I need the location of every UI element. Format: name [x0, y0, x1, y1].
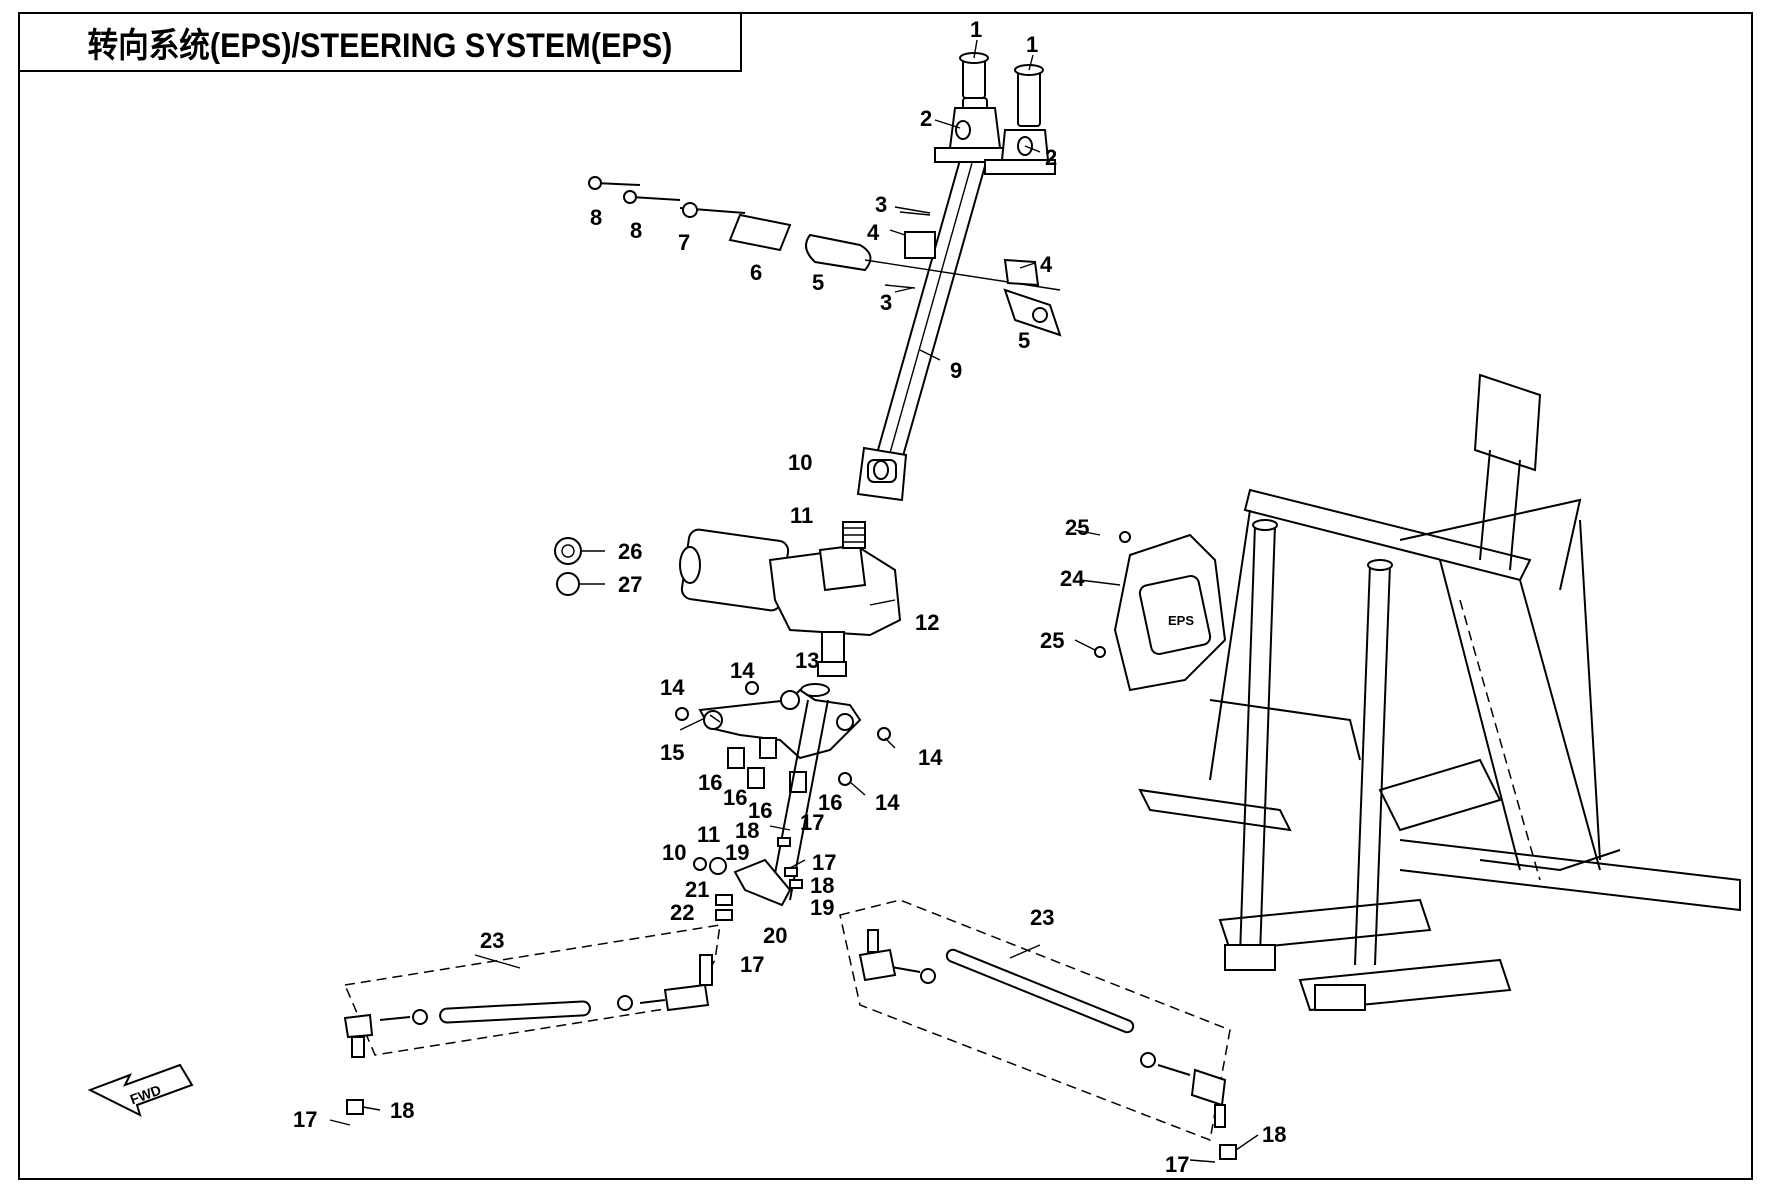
callout-23: 23 [480, 928, 504, 953]
callout-17: 17 [1165, 1152, 1189, 1177]
callout-16: 16 [818, 790, 842, 815]
upper-clamp-right [984, 64, 1056, 175]
callout-17: 17 [293, 1107, 317, 1132]
callout-7: 7 [678, 230, 690, 255]
tie-rod-left [343, 924, 721, 1115]
callout-13: 13 [795, 648, 819, 673]
callout-14: 14 [918, 745, 943, 770]
callout-9: 9 [950, 358, 962, 383]
callout-2: 2 [920, 106, 932, 131]
callout-6: 6 [750, 260, 762, 285]
callout-19: 19 [725, 840, 749, 865]
drawing-frame [18, 12, 1753, 1180]
callout-3: 3 [875, 192, 887, 217]
callout-1: 1 [970, 17, 982, 42]
callout-4: 4 [867, 220, 880, 245]
callout-2: 2 [1045, 145, 1057, 170]
eps-ecu: EPS [1094, 531, 1227, 692]
ecu-label: EPS [1168, 613, 1194, 628]
callout-16: 16 [698, 770, 722, 795]
callout-25: 25 [1040, 628, 1064, 653]
eps-motor-unit [679, 521, 902, 697]
callout-5: 5 [1018, 328, 1030, 353]
title-box: 转向系统(EPS)/STEERING SYSTEM(EPS) [18, 12, 742, 72]
upper-clamp-left [934, 52, 1011, 163]
callout-20: 20 [763, 923, 787, 948]
vehicle-frame [1138, 373, 1741, 1012]
callout-1: 1 [1026, 32, 1038, 57]
pitman-arm [693, 837, 803, 921]
page-title: 转向系统(EPS)/STEERING SYSTEM(EPS) [87, 26, 673, 65]
callout-14: 14 [660, 675, 685, 700]
callout-18: 18 [390, 1098, 414, 1123]
callout-27: 27 [618, 572, 642, 597]
callout-23: 23 [1030, 905, 1054, 930]
callout-18: 18 [735, 818, 759, 843]
coupling-parts [554, 537, 582, 596]
callout-10: 10 [788, 450, 812, 475]
callout-3: 3 [880, 290, 892, 315]
callout-17: 17 [812, 850, 836, 875]
tilt-bolts [588, 176, 1062, 337]
callout-4: 4 [1040, 252, 1053, 277]
callout-16: 16 [723, 785, 747, 810]
callout-14: 14 [730, 658, 755, 683]
callout-19: 19 [810, 895, 834, 920]
callout-25: 25 [1065, 515, 1089, 540]
callout-11: 11 [790, 503, 813, 528]
callout-18: 18 [810, 873, 834, 898]
callout-24: 24 [1060, 566, 1085, 591]
callout-15: 15 [660, 740, 684, 765]
callouts: 1 1 2 2 3 3 4 4 5 5 6 7 8 8 9 10 10 11 1… [293, 17, 1286, 1177]
callout-22: 22 [670, 900, 694, 925]
leader-lines [329, 39, 1259, 1163]
callout-16: 16 [748, 798, 772, 823]
callout-21: 21 [685, 877, 709, 902]
callout-8: 8 [590, 205, 602, 230]
callout-17: 17 [740, 952, 764, 977]
callout-26: 26 [618, 539, 642, 564]
lower-column [769, 699, 829, 901]
steering-column [856, 159, 986, 502]
callout-5: 5 [812, 270, 824, 295]
callout-8: 8 [630, 218, 642, 243]
callout-10: 10 [662, 840, 686, 865]
callout-11: 11 [697, 822, 720, 847]
callout-12: 12 [915, 610, 939, 635]
callout-18: 18 [1262, 1122, 1286, 1147]
callout-17: 17 [800, 810, 824, 835]
callout-14: 14 [875, 790, 900, 815]
fwd-arrow: FWD [87, 1063, 194, 1117]
tie-rod-right [839, 899, 1237, 1160]
